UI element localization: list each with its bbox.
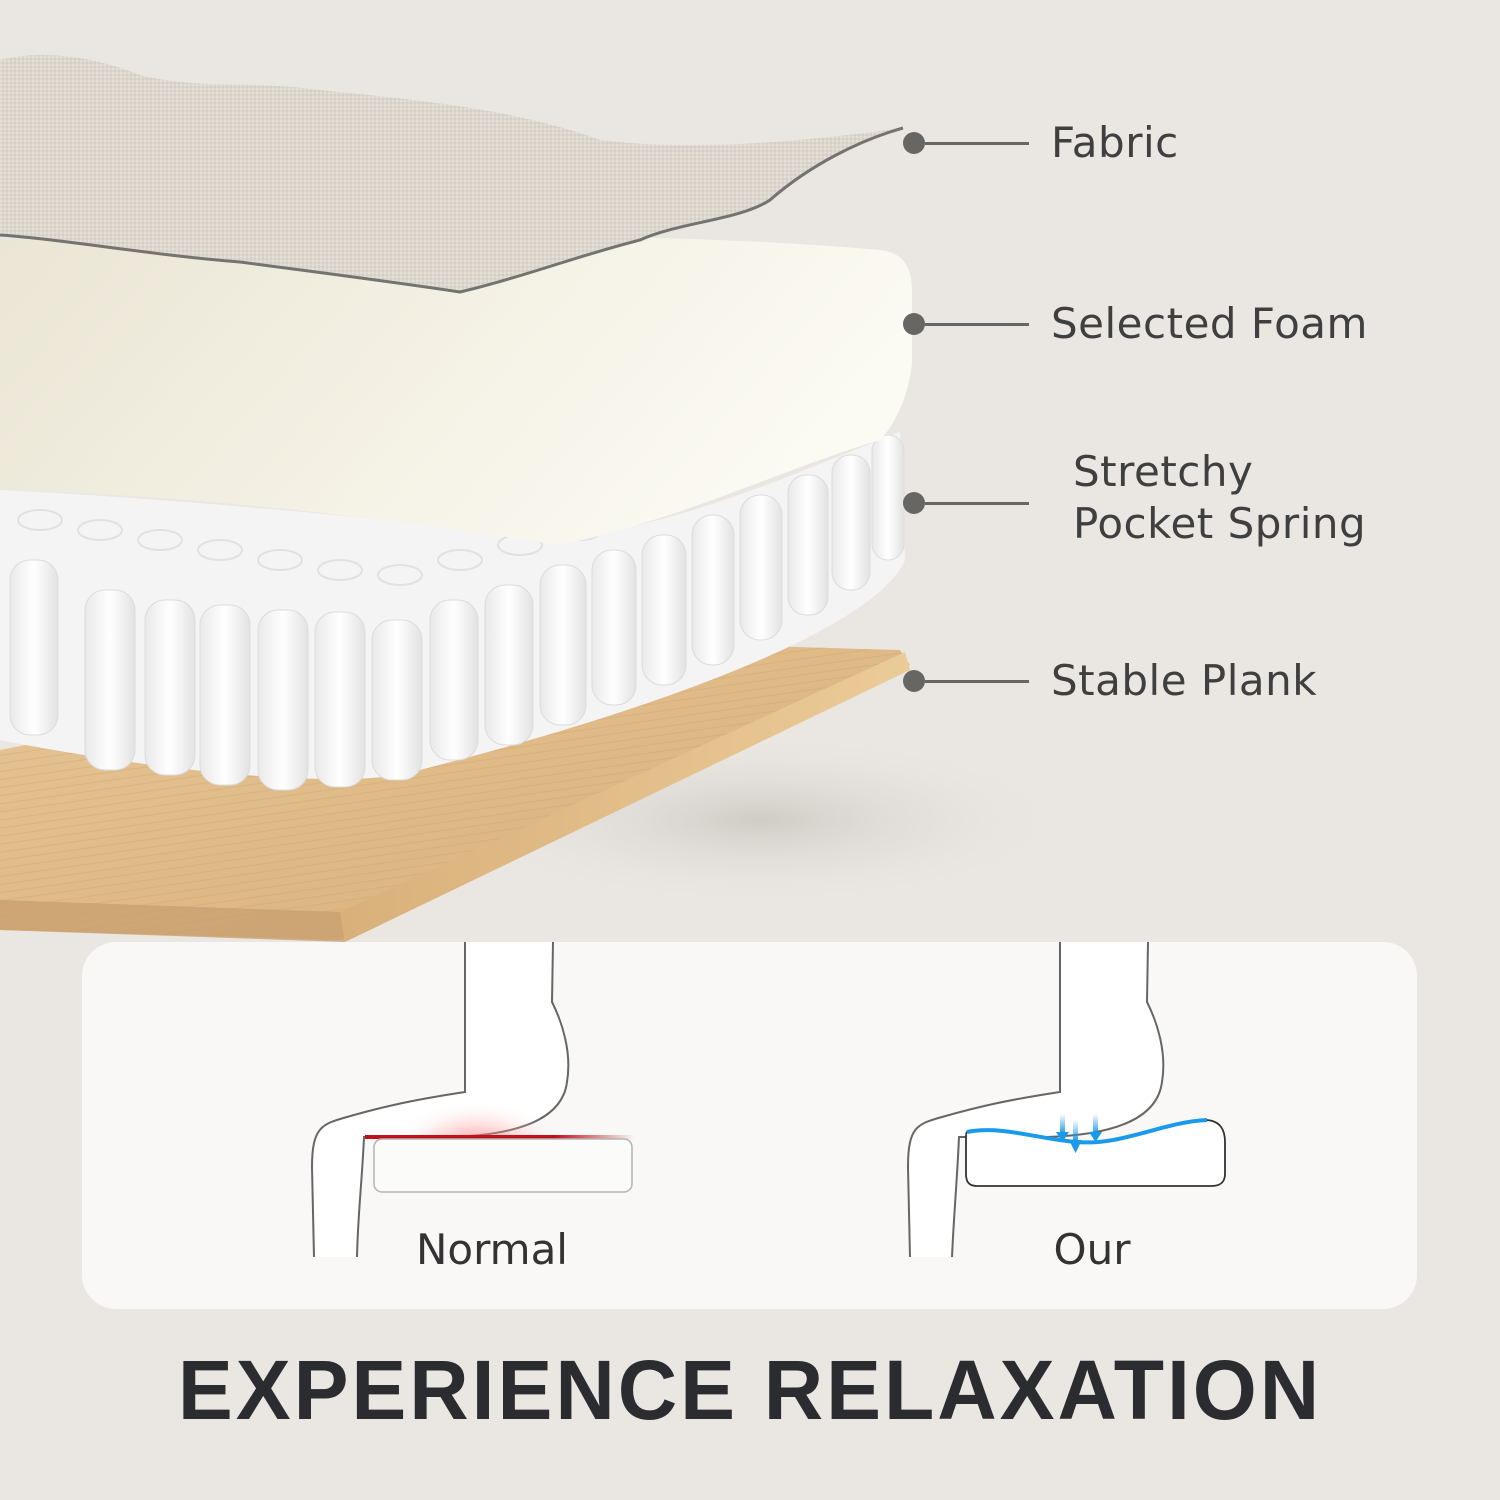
callout-fabric: Fabric xyxy=(903,117,1179,169)
mattress-layers-illustration xyxy=(0,55,1080,942)
headline: EXPERIENCE RELAXATION xyxy=(177,1343,1323,1437)
callout-foam: Selected Foam xyxy=(903,298,1368,350)
our-figure xyxy=(906,942,1226,1258)
callout-dot-icon xyxy=(903,492,925,514)
comparison-illustration xyxy=(310,942,1226,1258)
normal-label: Normal xyxy=(416,1225,568,1274)
foam-layer xyxy=(0,234,912,545)
our-label: Our xyxy=(1053,1225,1131,1274)
layer-label-foam: Selected Foam xyxy=(1051,299,1368,348)
layer-label-plank: Stable Plank xyxy=(1051,656,1318,705)
callout-leader-line xyxy=(925,141,1029,145)
callout-leader-line xyxy=(925,501,1029,505)
callout-dot-icon xyxy=(903,670,925,692)
fabric-layer xyxy=(0,55,904,294)
callout-spring: Stretchy Pocket Spring xyxy=(903,447,1366,548)
layer-label-spring: Stretchy Pocket Spring xyxy=(1073,447,1367,548)
normal-cushion xyxy=(373,1138,633,1193)
callout-leader-line xyxy=(925,322,1029,326)
even-support-arrows-icon xyxy=(1056,1114,1102,1153)
comparison-panel: Normal Our xyxy=(82,942,1417,1309)
normal-figure xyxy=(310,942,635,1258)
layer-label-fabric: Fabric xyxy=(1051,118,1179,167)
pocket-spring-layer xyxy=(0,432,905,791)
callout-plank: Stable Plank xyxy=(903,655,1317,707)
callout-dot-icon xyxy=(903,313,925,335)
callout-dot-icon xyxy=(903,132,925,154)
callout-leader-line xyxy=(925,679,1029,683)
